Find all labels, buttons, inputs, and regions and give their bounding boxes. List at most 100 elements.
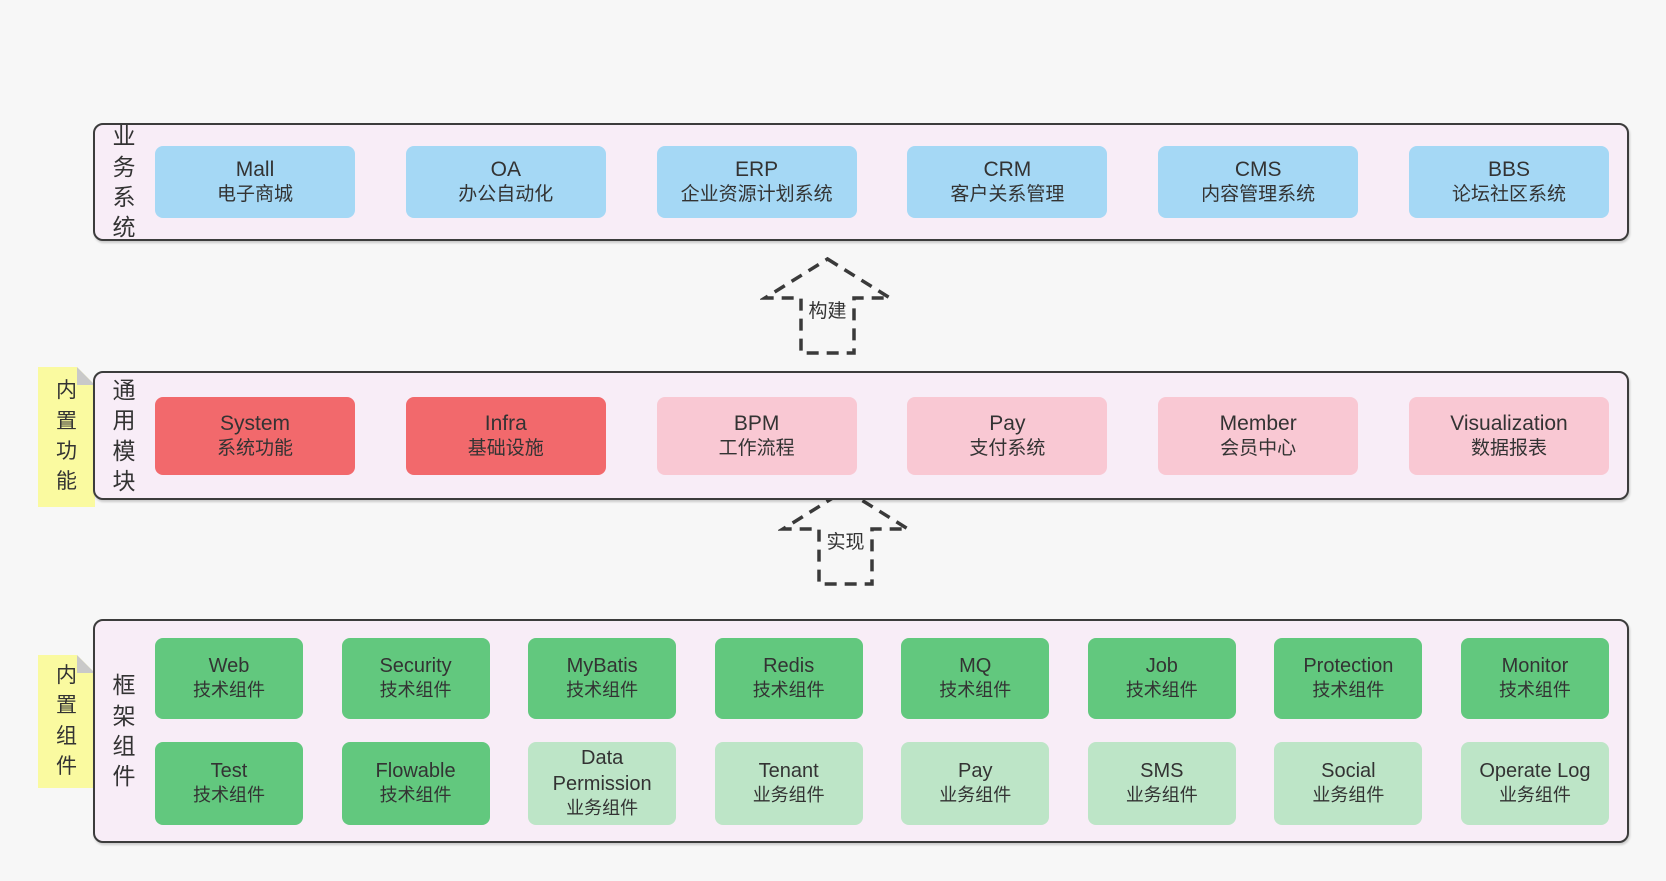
- box-web: Web 技术组件: [155, 637, 303, 719]
- box-mq: MQ 技术组件: [901, 637, 1050, 719]
- box-pay-component-desc: 业务组件: [939, 785, 1012, 806]
- box-erp-desc: 企业资源计划系统: [680, 184, 833, 206]
- business-boxes-row: Mall 电子商城 OA 办公自动化 ERP 企业资源计划系统 CRM 客户关系…: [155, 146, 1609, 218]
- box-test: Test 技术组件: [155, 741, 303, 825]
- box-mq-name: MQ: [959, 655, 992, 678]
- box-infra: Infra 基础设施: [405, 396, 606, 475]
- box-sms-name: SMS: [1140, 760, 1184, 783]
- box-mall: Mall 电子商城: [155, 146, 355, 218]
- box-flowable-name: Flowable: [375, 760, 456, 783]
- box-mybatis-name: MyBatis: [566, 655, 638, 678]
- components-row-2: Test 技术组件 Flowable 技术组件 Data Permission …: [155, 741, 1609, 825]
- layer-business-label: 业务系统: [112, 123, 136, 241]
- box-bpm-name: BPM: [733, 411, 780, 435]
- box-security-name: Security: [379, 655, 452, 678]
- dashed-up-arrow-icon: [760, 256, 895, 355]
- dashed-up-arrow-icon: [778, 487, 913, 586]
- box-visualization: Visualization 数据报表: [1408, 396, 1609, 475]
- box-security: Security 技术组件: [341, 637, 490, 719]
- box-protection: Protection 技术组件: [1274, 637, 1423, 719]
- box-cms-name: CMS: [1234, 158, 1282, 181]
- box-tenant: Tenant 业务组件: [714, 741, 863, 825]
- box-cms: CMS 内容管理系统: [1158, 146, 1359, 218]
- box-visualization-desc: 数据报表: [1470, 437, 1547, 459]
- layer-business-systems: 业务系统 Mall 电子商城 OA 办公自动化 ERP 企业资源计划系统 CRM…: [93, 123, 1629, 241]
- box-pay-module: Pay 支付系统: [907, 396, 1108, 475]
- box-test-desc: 技术组件: [193, 785, 265, 806]
- box-web-desc: 技术组件: [193, 680, 265, 701]
- box-sms-desc: 业务组件: [1125, 785, 1198, 806]
- box-operate-log-desc: 业务组件: [1498, 785, 1571, 806]
- box-bbs: BBS 论坛社区系统: [1408, 146, 1609, 218]
- box-monitor-name: Monitor: [1501, 655, 1569, 678]
- box-system-desc: 系统功能: [216, 437, 293, 459]
- box-infra-name: Infra: [484, 411, 527, 435]
- box-bpm-desc: 工作流程: [718, 437, 795, 459]
- arrow-implement: 实现: [778, 486, 913, 588]
- box-operate-log-name: Operate Log: [1479, 760, 1591, 783]
- layer-components-label: 框架组件: [112, 672, 136, 790]
- box-bbs-desc: 论坛社区系统: [1451, 184, 1566, 206]
- box-cms-desc: 内容管理系统: [1201, 184, 1316, 206]
- box-data-permission: Data Permission 业务组件: [528, 741, 677, 825]
- box-data-permission-desc: 业务组件: [566, 798, 639, 819]
- box-crm: CRM 客户关系管理: [907, 146, 1108, 218]
- components-rows: Web 技术组件 Security 技术组件 MyBatis 技术组件 Redi…: [155, 637, 1609, 825]
- box-crm-desc: 客户关系管理: [950, 184, 1065, 206]
- box-social-name: Social: [1321, 760, 1376, 783]
- box-redis-desc: 技术组件: [752, 680, 825, 701]
- sticky-note-built-in-features-text: 内置功能: [56, 379, 77, 494]
- arrow-implement-label: 实现: [823, 527, 868, 554]
- box-erp: ERP 企业资源计划系统: [656, 146, 857, 218]
- box-social: Social 业务组件: [1274, 741, 1423, 825]
- box-social-desc: 业务组件: [1312, 785, 1385, 806]
- box-monitor-desc: 技术组件: [1498, 680, 1571, 701]
- layer-common-modules: 通用模块 System 系统功能 Infra 基础设施 BPM 工作流程 Pay…: [93, 371, 1629, 500]
- box-job-desc: 技术组件: [1125, 680, 1198, 701]
- components-row-1: Web 技术组件 Security 技术组件 MyBatis 技术组件 Redi…: [155, 637, 1609, 719]
- box-infra-desc: 基础设施: [467, 437, 544, 459]
- box-security-desc: 技术组件: [379, 680, 452, 701]
- box-job: Job 技术组件: [1087, 637, 1236, 719]
- box-mall-desc: 电子商城: [216, 184, 293, 206]
- arrow-build: 构建: [760, 255, 895, 357]
- box-crm-name: CRM: [983, 158, 1032, 181]
- box-protection-desc: 技术组件: [1312, 680, 1385, 701]
- box-member: Member 会员中心: [1158, 396, 1359, 475]
- sticky-note-built-in-features: 内置功能: [38, 367, 95, 507]
- box-data-permission-name: Data Permission: [552, 747, 652, 796]
- box-operate-log: Operate Log 业务组件: [1460, 741, 1609, 825]
- box-bpm: BPM 工作流程: [656, 396, 857, 475]
- box-tenant-desc: 业务组件: [752, 785, 825, 806]
- box-sms: SMS 业务组件: [1087, 741, 1236, 825]
- box-system-name: System: [219, 411, 290, 435]
- sticky-note-built-in-components-text: 内置组件: [56, 663, 77, 778]
- box-flowable-desc: 技术组件: [379, 785, 452, 806]
- box-oa-desc: 办公自动化: [458, 184, 554, 206]
- layer-modules-label: 通用模块: [112, 376, 136, 494]
- box-flowable: Flowable 技术组件: [341, 741, 490, 825]
- box-redis: Redis 技术组件: [714, 637, 863, 719]
- box-system: System 系统功能: [155, 396, 355, 475]
- box-mybatis-desc: 技术组件: [566, 680, 639, 701]
- box-erp-name: ERP: [735, 158, 779, 181]
- box-pay-module-desc: 支付系统: [969, 437, 1046, 459]
- box-redis-name: Redis: [763, 655, 815, 678]
- box-pay-module-name: Pay: [989, 411, 1026, 435]
- modules-boxes-row: System 系统功能 Infra 基础设施 BPM 工作流程 Pay 支付系统…: [155, 396, 1609, 475]
- box-test-name: Test: [210, 760, 248, 783]
- box-job-name: Job: [1145, 655, 1178, 678]
- sticky-note-built-in-components: 内置组件: [38, 655, 95, 788]
- box-bbs-name: BBS: [1487, 158, 1530, 181]
- box-oa-name: OA: [490, 158, 521, 181]
- box-visualization-name: Visualization: [1450, 411, 1568, 435]
- box-tenant-name: Tenant: [758, 760, 819, 783]
- box-mall-name: Mall: [235, 158, 275, 181]
- box-mq-desc: 技术组件: [939, 680, 1012, 701]
- box-oa: OA 办公自动化: [405, 146, 606, 218]
- arrow-build-label: 构建: [805, 296, 850, 323]
- box-member-desc: 会员中心: [1220, 437, 1297, 459]
- box-pay-component: Pay 业务组件: [901, 741, 1050, 825]
- box-protection-name: Protection: [1303, 655, 1394, 678]
